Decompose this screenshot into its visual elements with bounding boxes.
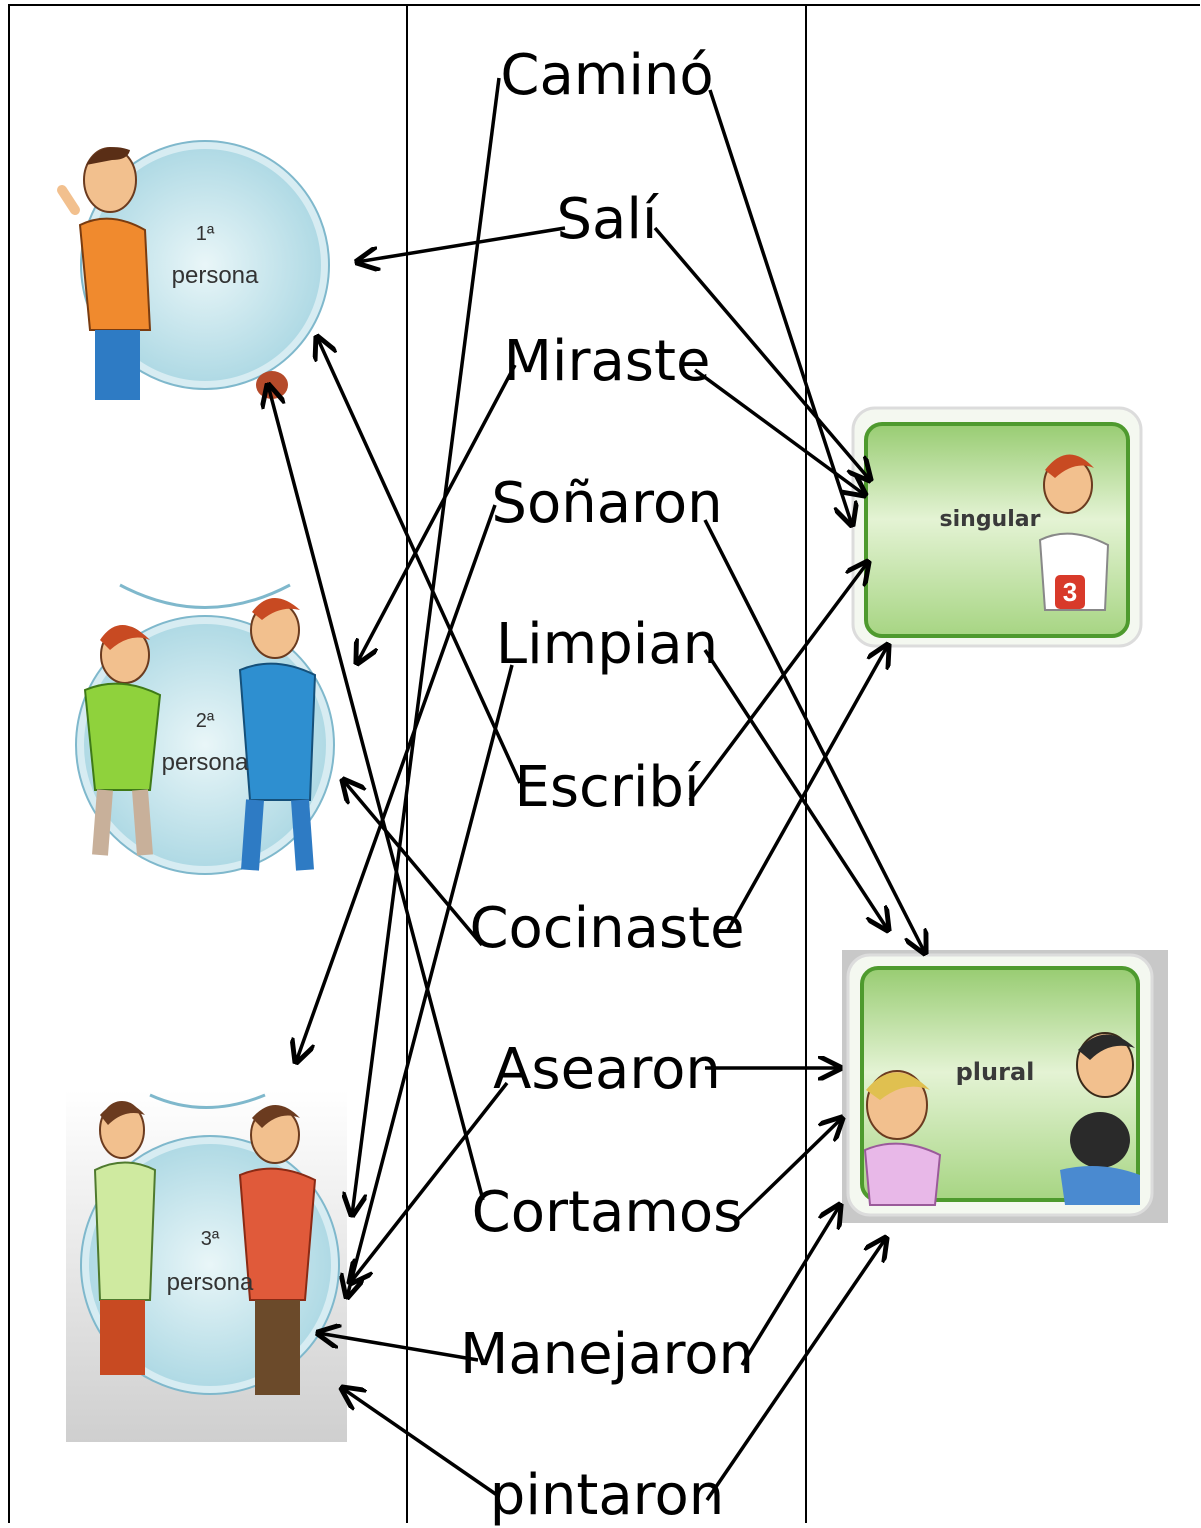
arrow-miraste-singular	[693, 368, 865, 495]
word-miraste: Miraste	[503, 329, 711, 394]
arrow-cortamos-first	[268, 385, 485, 1201]
arrow-pintaron-plural	[705, 1238, 886, 1501]
arrow-sali-singular	[653, 226, 870, 480]
arrow-limpian-plural	[703, 649, 888, 930]
arrow-camino-singular	[708, 89, 852, 525]
second-person-label: persona	[162, 749, 249, 776]
column-divider-left	[406, 4, 408, 1523]
singular-card: singular 3	[851, 406, 1143, 648]
arrows	[268, 77, 925, 1501]
word-cocinaste: Cocinaste	[469, 896, 745, 961]
arrow-asearon-third	[350, 1081, 509, 1283]
arrow-pintaron-third	[342, 1388, 498, 1497]
singular-badge: 3	[1063, 577, 1077, 607]
word-limpian: Limpian	[495, 612, 719, 677]
arrow-manejaron-third	[318, 1333, 479, 1362]
word-escribi: Escribí	[514, 755, 700, 820]
plural-label: plural	[956, 1058, 1035, 1086]
group-of-kids-icon	[863, 1032, 1140, 1206]
word-manejaron: Manejaron	[460, 1322, 754, 1387]
second-person-circle: 2ª persona	[55, 578, 335, 876]
arrow-miraste-second	[357, 364, 517, 663]
arrow-cocinaste-singular	[726, 645, 888, 931]
boy-pointing-icon	[57, 147, 152, 400]
word-asearon: Asearon	[493, 1037, 721, 1102]
arrow-sonaron-plural	[703, 519, 925, 953]
word-sali: Salí	[556, 187, 658, 252]
third-person-ordinal: 3ª	[201, 1228, 220, 1250]
arrow-escribi-singular	[688, 562, 868, 802]
first-person-circle: 1ª persona	[57, 140, 350, 400]
arrow-cortamos-plural	[735, 1118, 842, 1222]
singular-label: singular	[940, 507, 1041, 532]
table-frame	[8, 4, 1200, 1523]
arrow-manejaron-plural	[740, 1205, 840, 1366]
boy-number-three-icon: 3	[1038, 454, 1110, 611]
column-divider-right	[805, 4, 807, 1523]
plural-card: plural	[842, 950, 1168, 1223]
word-pintaron: pintaron	[489, 1463, 725, 1528]
arrow-camino-third	[352, 77, 501, 1215]
arrow-limpian-third	[347, 664, 514, 1297]
second-person-ordinal: 2ª	[196, 710, 215, 732]
first-person-ordinal: 1ª	[196, 223, 215, 245]
arrow-sonaron-third	[296, 504, 497, 1062]
word-cortamos: Cortamos	[471, 1180, 743, 1245]
word-camino: Caminó	[500, 43, 714, 108]
arrow-escribi-first	[317, 337, 522, 784]
third-person-label: persona	[167, 1269, 254, 1296]
arrow-cocinaste-second	[343, 780, 484, 947]
word-sonaron: Soñaron	[491, 471, 723, 536]
arrow-sali-first	[357, 226, 566, 262]
two-adults-icon	[93, 1101, 317, 1395]
third-person-circle: 3ª persona	[66, 1090, 347, 1442]
first-person-label: persona	[172, 262, 259, 289]
two-kids-icon	[83, 597, 317, 871]
